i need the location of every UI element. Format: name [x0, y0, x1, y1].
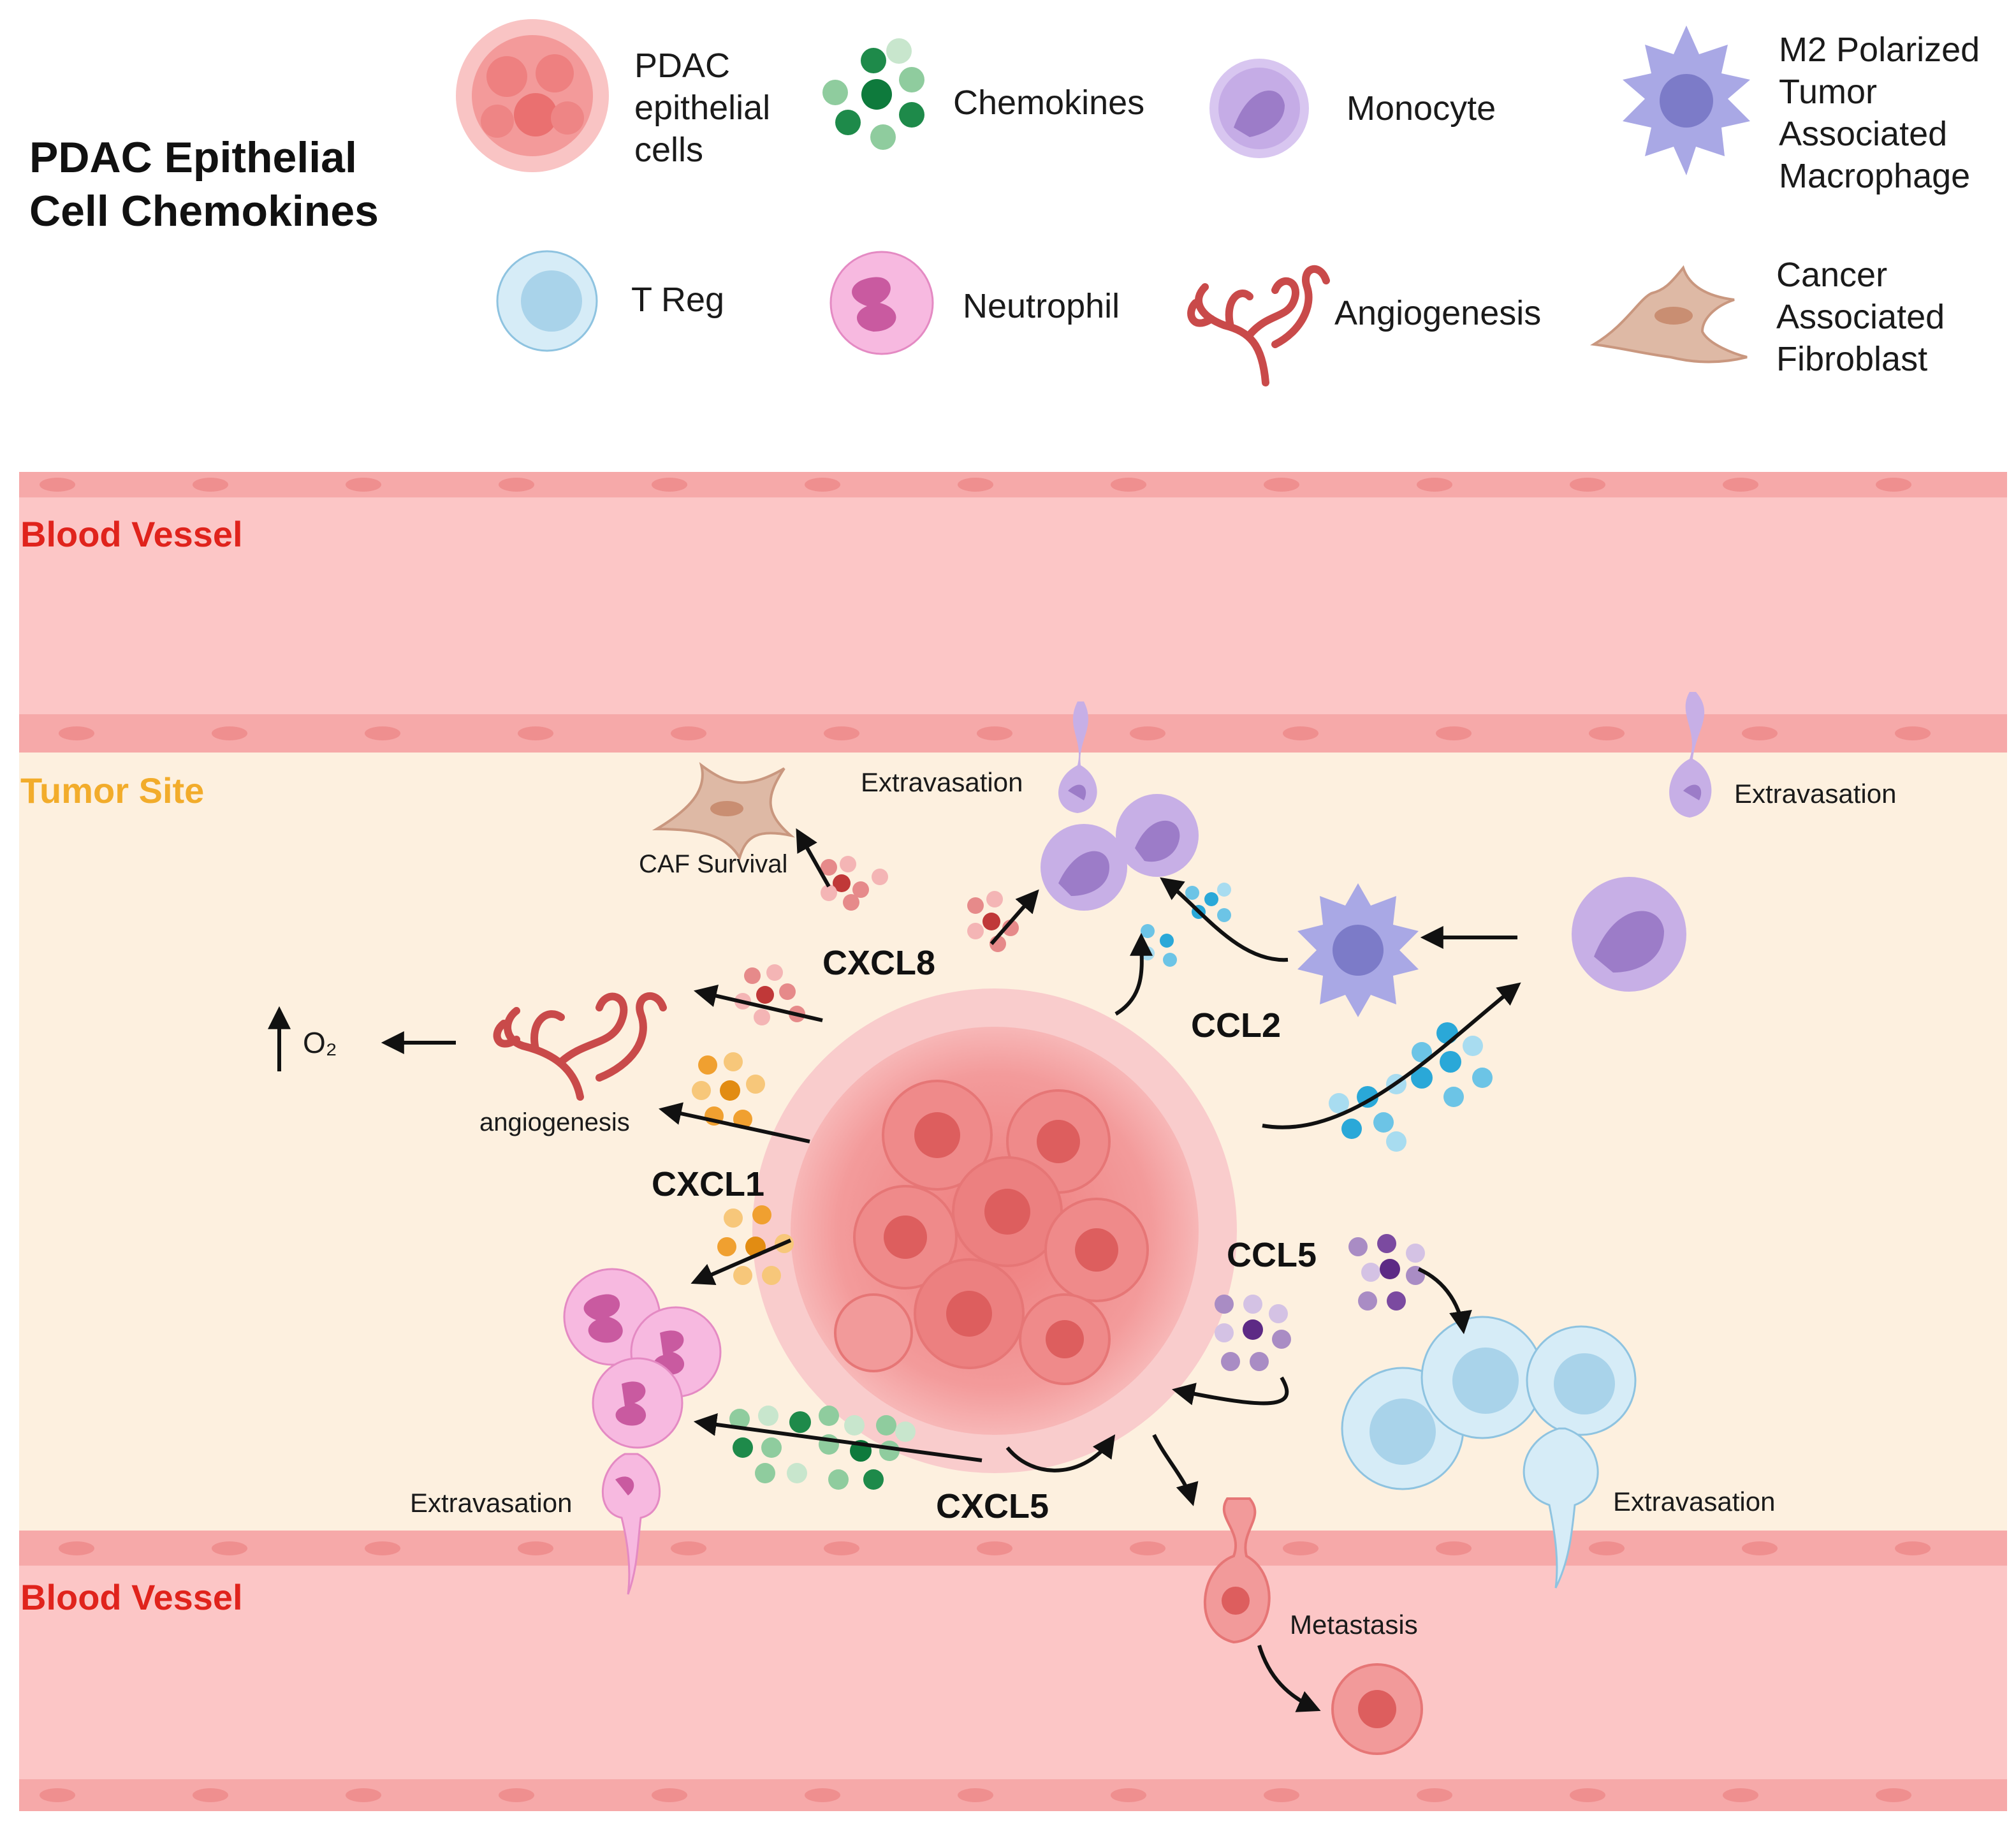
tumor-mass	[752, 988, 1237, 1473]
legend-neutrophil-icon	[829, 251, 934, 355]
extravasation-top-right-label: Extravasation	[1734, 779, 1897, 809]
neutrophil-cluster	[563, 1268, 722, 1595]
extravasation-top-center-label: Extravasation	[861, 767, 1023, 797]
monocyte-extravasating-top	[1058, 701, 1097, 813]
legend-neutrophil-label: Neutrophil	[963, 287, 1120, 325]
legend-treg-icon	[496, 250, 598, 352]
metastasis-label: Metastasis	[1290, 1610, 1418, 1640]
blood-vessel-bottom-lumen	[19, 1531, 2007, 1811]
legend-m2-label: M2 Polarized Tumor Associated Macrophage	[1779, 31, 1980, 195]
legend-chemokines-icon	[822, 38, 924, 150]
cxcl1-dots-neutrophil	[717, 1205, 794, 1285]
blood-vessel-top-lumen	[19, 472, 2007, 753]
metastasis-cell	[1204, 1497, 1423, 1755]
endothelium-bottom-inner	[19, 1531, 2007, 1566]
ccl5-dots-right	[1348, 1234, 1425, 1311]
monocyte-right	[1572, 877, 1686, 992]
oxygen-label: O₂	[303, 1026, 337, 1059]
treg-cluster	[1341, 1316, 1637, 1589]
endothelium-bottom-outer	[19, 1779, 2007, 1811]
pathway-arrows	[268, 828, 1521, 1712]
endothelium-top-outer	[19, 472, 2007, 497]
legend-m2-macrophage-icon	[1623, 26, 1750, 175]
m2-macrophage	[1297, 883, 1419, 1017]
angiogenesis-annotation: angiogenesis	[479, 1108, 630, 1136]
legend-caf-label: Cancer Associated Fibroblast	[1776, 256, 1945, 378]
legend-chemokines-label: Chemokines	[953, 84, 1145, 122]
legend-pdac-icon	[456, 19, 609, 172]
legend-caf-icon	[1590, 265, 1748, 364]
cxcl1-label: CXCL1	[652, 1165, 765, 1203]
cxcl8-dots-monocyte	[967, 891, 1019, 952]
endothelium-top-inner	[19, 714, 2007, 753]
cxcl8-label: CXCL8	[822, 944, 936, 982]
legend-treg-label: T Reg	[631, 281, 725, 319]
tumor-site-label: Tumor Site	[20, 770, 205, 811]
cxcl8-dots-caf	[821, 856, 888, 911]
legend-monocyte-label: Monocyte	[1347, 89, 1496, 128]
legend-pdac-label: PDAC epithelial cells	[634, 47, 771, 169]
extravasation-left-label: Extravasation	[410, 1488, 573, 1518]
ccl2-label: CCL2	[1191, 1006, 1282, 1045]
ccl5-label: CCL5	[1227, 1236, 1317, 1274]
caf-cell	[652, 762, 795, 862]
angiogenesis-vessels	[493, 992, 667, 1101]
cxcl5-label: CXCL5	[936, 1487, 1049, 1525]
legend-monocyte-icon	[1209, 59, 1309, 158]
ccl5-dots-center	[1215, 1295, 1291, 1371]
diagram-title: PDAC Epithelial Cell Chemokines	[29, 133, 379, 235]
endothelial-nuclei	[40, 478, 1931, 1802]
extravasation-right-label: Extravasation	[1613, 1487, 1776, 1517]
cxcl5-dots	[729, 1406, 916, 1490]
blood-vessel-bottom-label: Blood Vessel	[20, 1577, 243, 1617]
monocyte-cluster	[1041, 794, 1199, 911]
legend-angiogenesis-icon	[1187, 265, 1330, 386]
cxcl8-dots-angio	[734, 964, 805, 1025]
legend-angiogenesis-label: Angiogenesis	[1334, 294, 1542, 332]
monocyte-extravasating-right	[1669, 692, 1712, 818]
blood-vessel-top-label: Blood Vessel	[20, 514, 243, 554]
caf-survival-label: CAF Survival	[639, 850, 788, 878]
